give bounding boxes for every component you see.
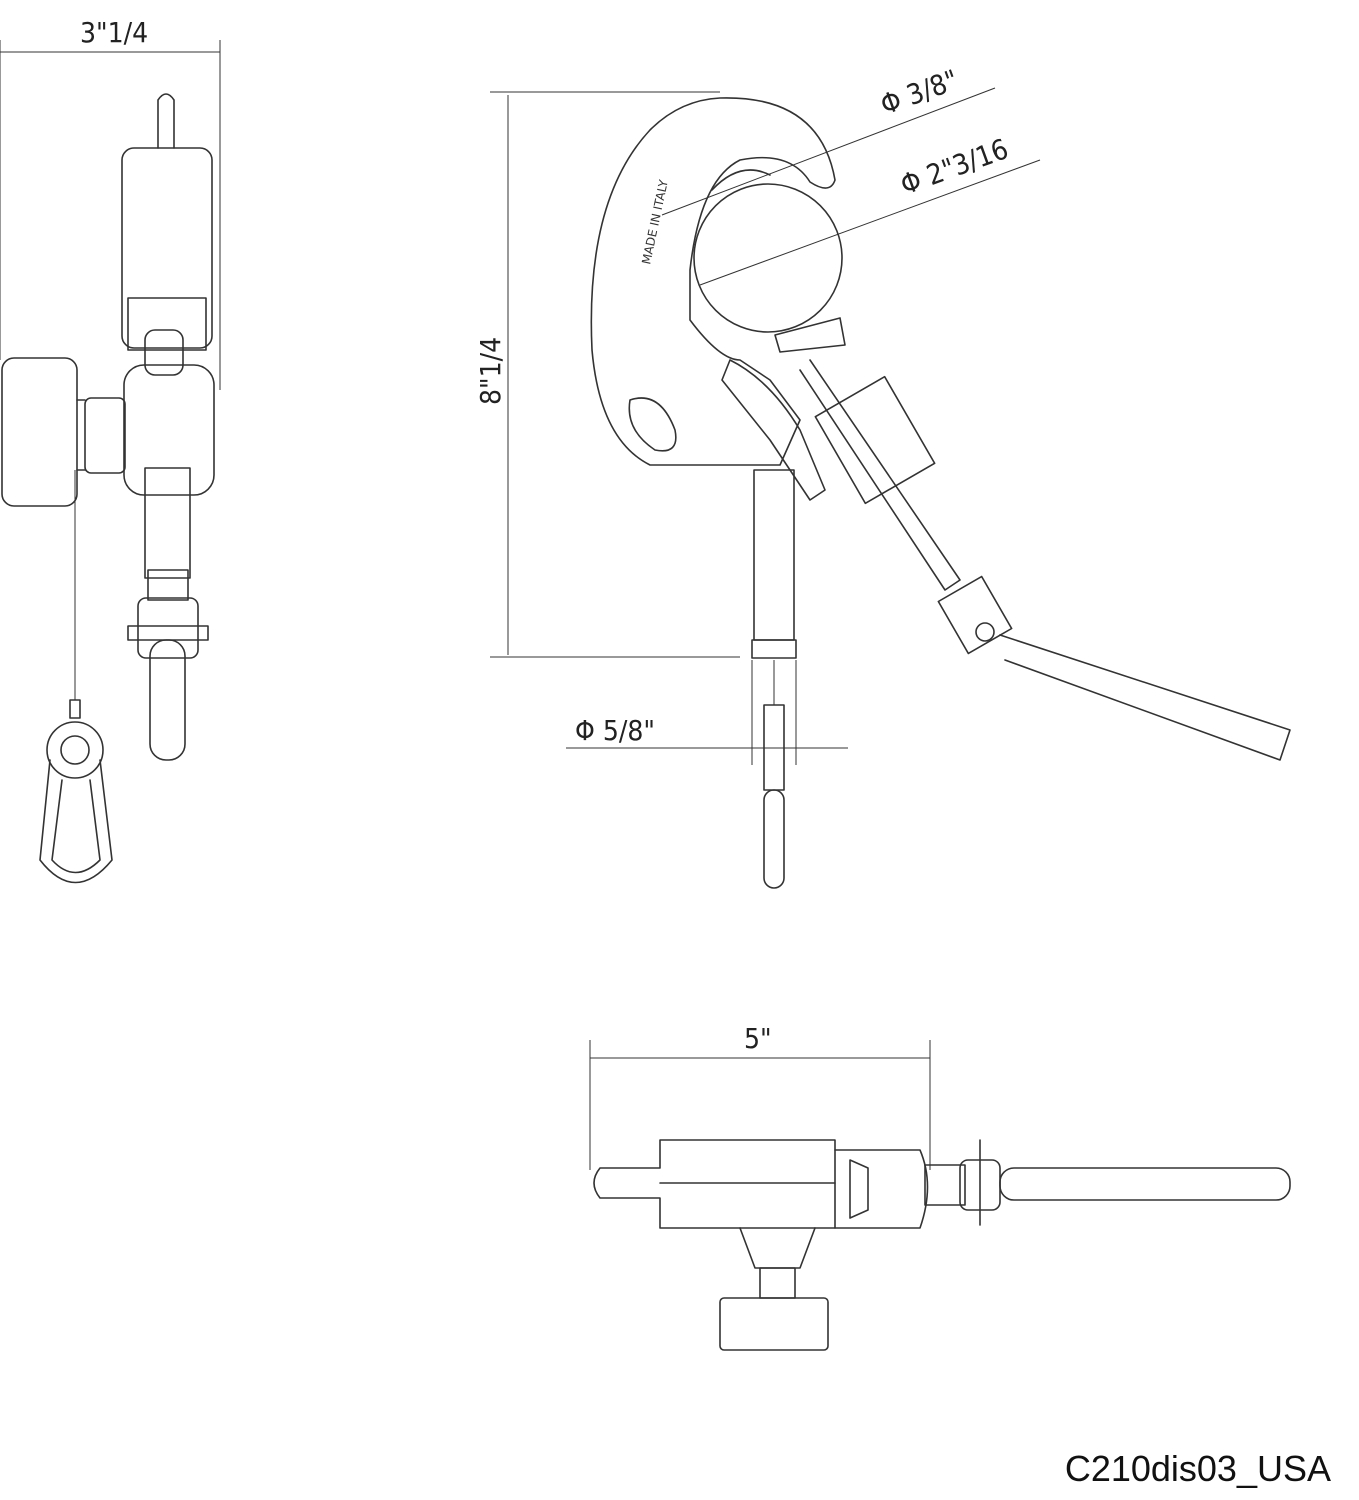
drawing-code: C210dis03_USA: [1064, 1448, 1331, 1489]
top-width-dimension: 5": [744, 1022, 772, 1055]
small-diameter-dimension: Φ 3/8": [876, 63, 962, 121]
pin-diameter-dimension: Φ 5/8": [575, 714, 655, 747]
side-view: 3"1/4: [0, 16, 221, 884]
top-view: 5": [589, 1022, 1291, 1351]
front-view: 8"1/4 MADE IN ITALY Φ 3/8" Φ 2"3/16 Φ 5/…: [474, 63, 1291, 889]
made-in-italy-engraving: MADE IN ITALY: [639, 178, 671, 266]
side-width-dimension: 3"1/4: [80, 16, 148, 49]
height-dimension: 8"1/4: [474, 337, 507, 405]
